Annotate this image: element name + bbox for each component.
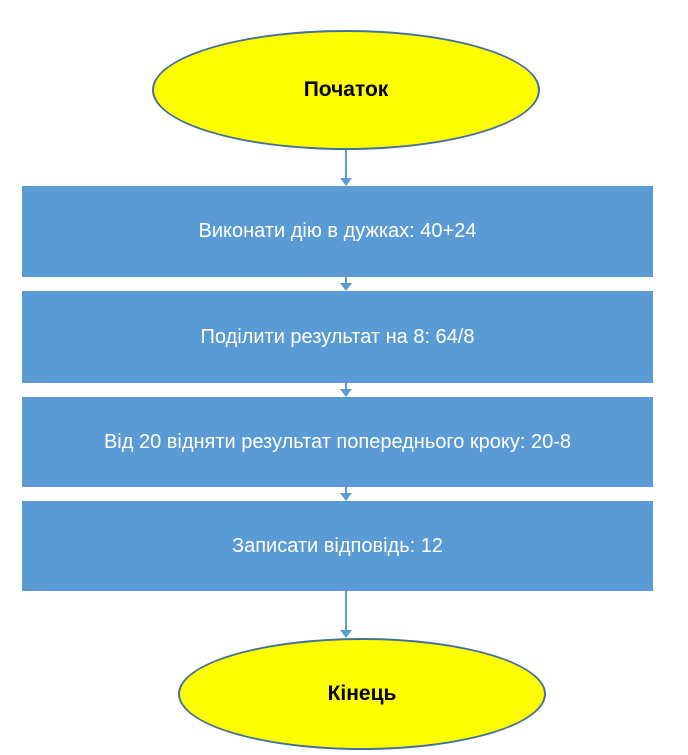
process-step-label: Записати відповідь: 12 xyxy=(232,534,443,557)
process-step-label: Виконати дію в дужках: 40+24 xyxy=(198,220,477,242)
arrow-line xyxy=(345,150,347,178)
flow-arrow-2 xyxy=(339,277,353,291)
arrow-head-icon xyxy=(340,178,352,186)
arrow-line xyxy=(345,487,347,493)
arrow-line xyxy=(345,277,347,283)
arrow-line xyxy=(345,591,347,630)
arrow-head-icon xyxy=(340,630,352,638)
start-label: Початок xyxy=(303,78,389,101)
process-step-1: Виконати дію в дужках: 40+24 xyxy=(22,186,653,277)
arrow-head-icon xyxy=(340,493,352,501)
process-step-2: Поділити результат на 8: 64/8 xyxy=(22,291,653,383)
flow-arrow-5 xyxy=(339,591,353,638)
process-step-3: Від 20 відняти результат попереднього кр… xyxy=(22,397,653,487)
flow-arrow-4 xyxy=(339,487,353,501)
process-step-label: Поділити результат на 8: 64/8 xyxy=(200,325,475,348)
end-label: Кінець xyxy=(327,682,397,705)
arrow-head-icon xyxy=(340,389,352,397)
start-terminator: Початок xyxy=(152,30,540,150)
arrow-head-icon xyxy=(340,283,352,291)
arrow-line xyxy=(345,383,347,389)
process-step-4: Записати відповідь: 12 xyxy=(22,501,653,591)
end-terminator: Кінець xyxy=(178,638,546,750)
flow-arrow-3 xyxy=(339,383,353,397)
flow-arrow-1 xyxy=(339,150,353,186)
process-step-label: Від 20 відняти результат попереднього кр… xyxy=(103,430,572,453)
